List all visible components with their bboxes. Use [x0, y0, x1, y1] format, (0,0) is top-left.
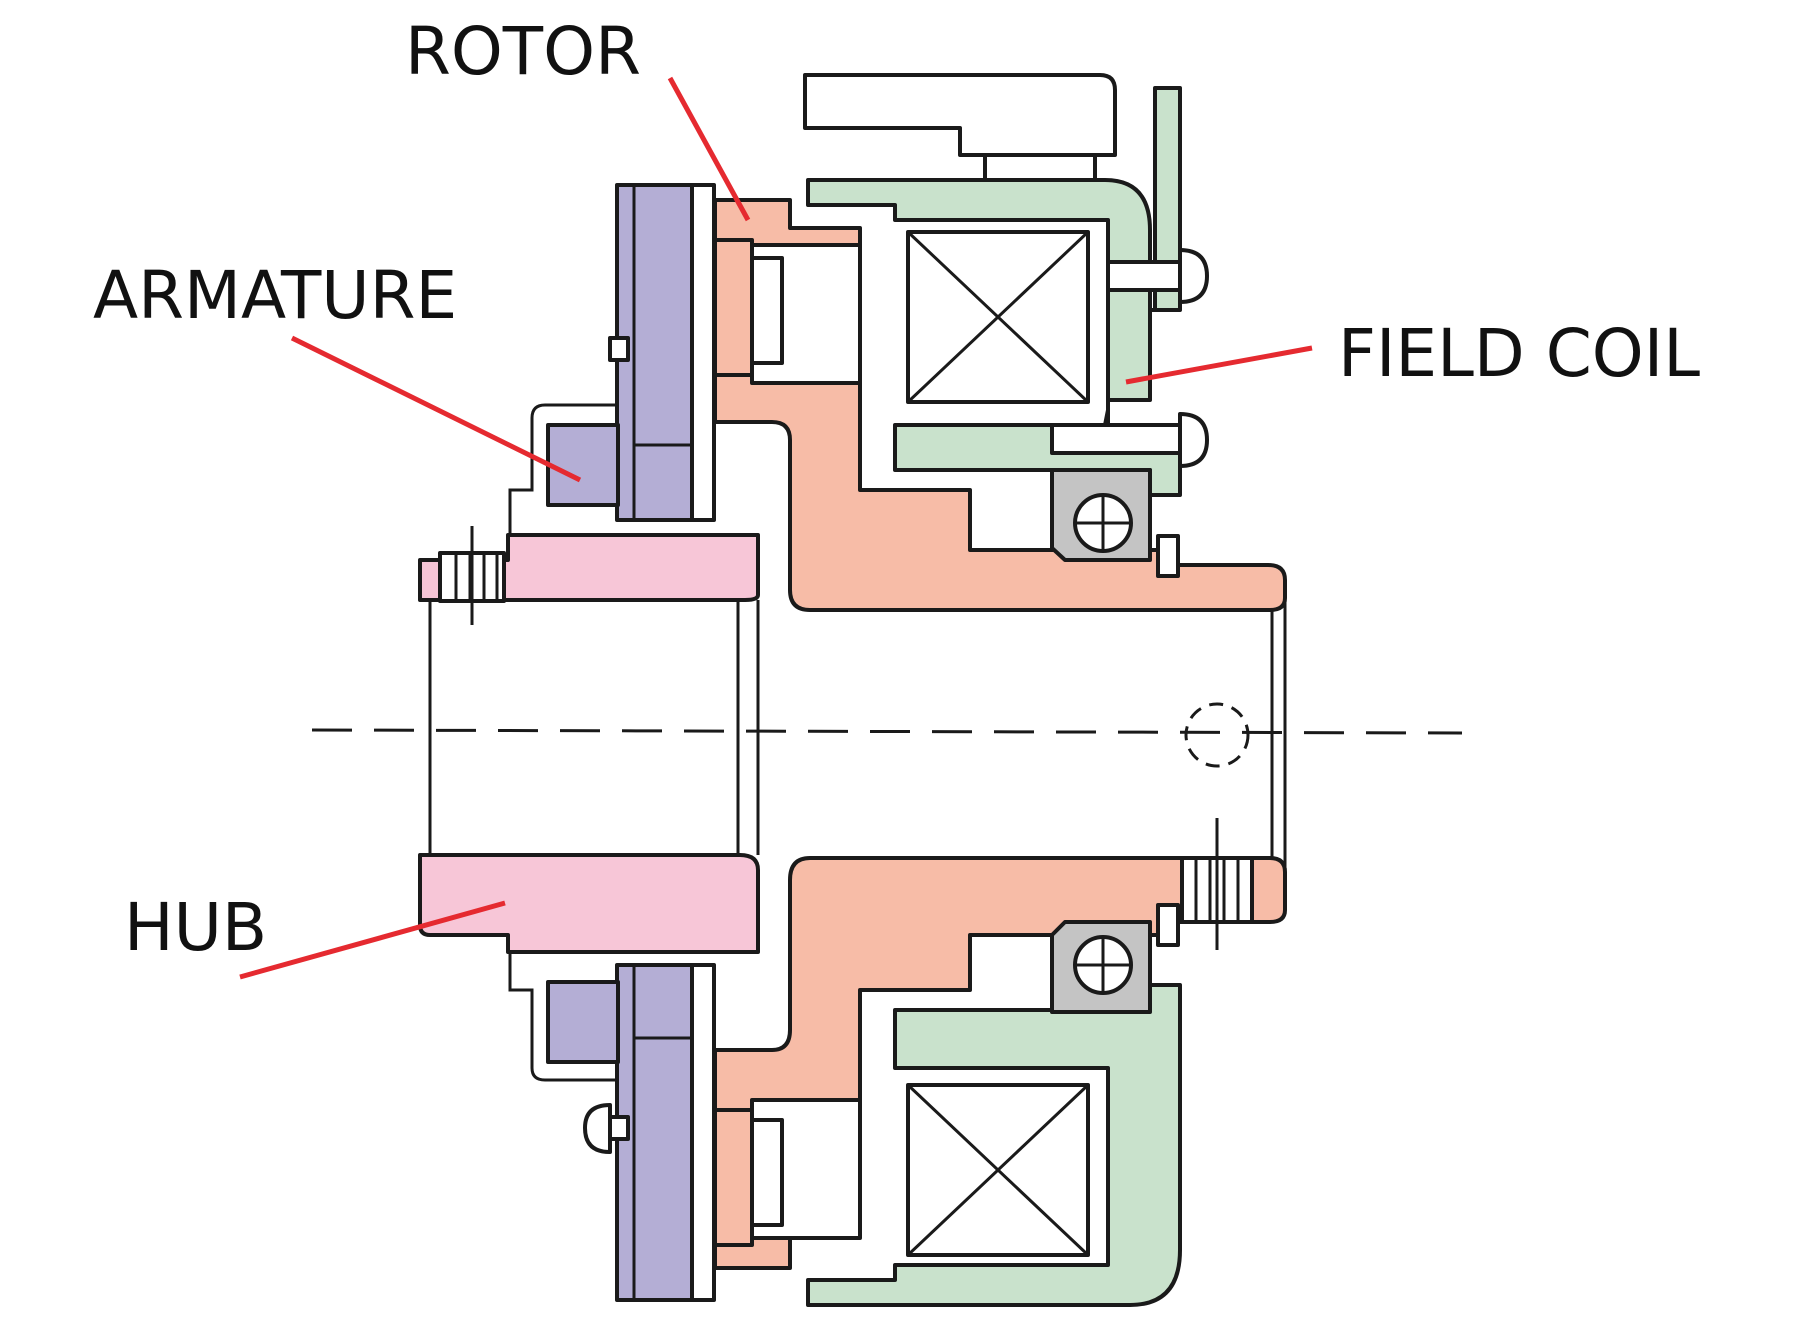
field-coil-label: FIELD COIL — [1338, 315, 1700, 392]
armature-upper-disc — [615, 183, 694, 522]
rotor-leader — [667, 76, 751, 222]
bearing-upper-retainer — [1156, 534, 1180, 578]
housing-bolt-middle — [1050, 423, 1182, 455]
housing-bolt-upper-head — [1178, 248, 1209, 304]
shaft — [311, 598, 1463, 950]
armature-pin-lower — [608, 1115, 630, 1141]
rotor-upper-lip — [713, 238, 754, 377]
housing-bolt-middle-head — [1178, 412, 1209, 468]
hub-lower — [418, 853, 760, 954]
rotor — [713, 198, 1287, 1270]
field-coil — [803, 73, 1209, 1307]
mounting-bracket-stem — [983, 153, 1097, 182]
shaft-centerline — [311, 728, 1463, 735]
bearings — [1050, 468, 1180, 1014]
keyway-circle — [1184, 702, 1250, 768]
bearing-lower-retainer — [1156, 903, 1180, 947]
hub-leader — [239, 900, 506, 980]
armature-lower-bracket — [508, 952, 617, 1082]
leader-lines — [239, 76, 1313, 980]
armature-pin — [608, 336, 630, 362]
armature-upper-bracket — [508, 403, 617, 535]
armature-upper-gap — [690, 183, 716, 522]
rotor-label: ROTOR — [405, 13, 641, 90]
armature — [508, 183, 716, 1302]
labels: ROTOR ARMATURE FIELD COIL HUB — [93, 13, 1700, 966]
armature-label: ARMATURE — [93, 257, 457, 334]
hub — [418, 526, 760, 954]
field-coil-lower-housing — [806, 983, 1182, 1307]
rotor-upper-insert-inner — [750, 256, 784, 365]
armature-upper-spring — [546, 423, 620, 507]
armature-leader — [290, 335, 582, 483]
field-coil-upper-housing — [806, 86, 1182, 497]
armature-lower-gap — [690, 963, 716, 1302]
field-coil-leader — [1125, 345, 1313, 385]
armature-rivet — [583, 1103, 612, 1154]
rotor-lower-insert-inner — [750, 1118, 784, 1227]
rotor-lower-lip — [713, 1108, 754, 1247]
hub-label: HUB — [124, 889, 267, 966]
housing-bolt-upper — [1106, 260, 1182, 292]
mounting-bracket — [803, 73, 1117, 157]
armature-lower-spring — [546, 980, 620, 1064]
